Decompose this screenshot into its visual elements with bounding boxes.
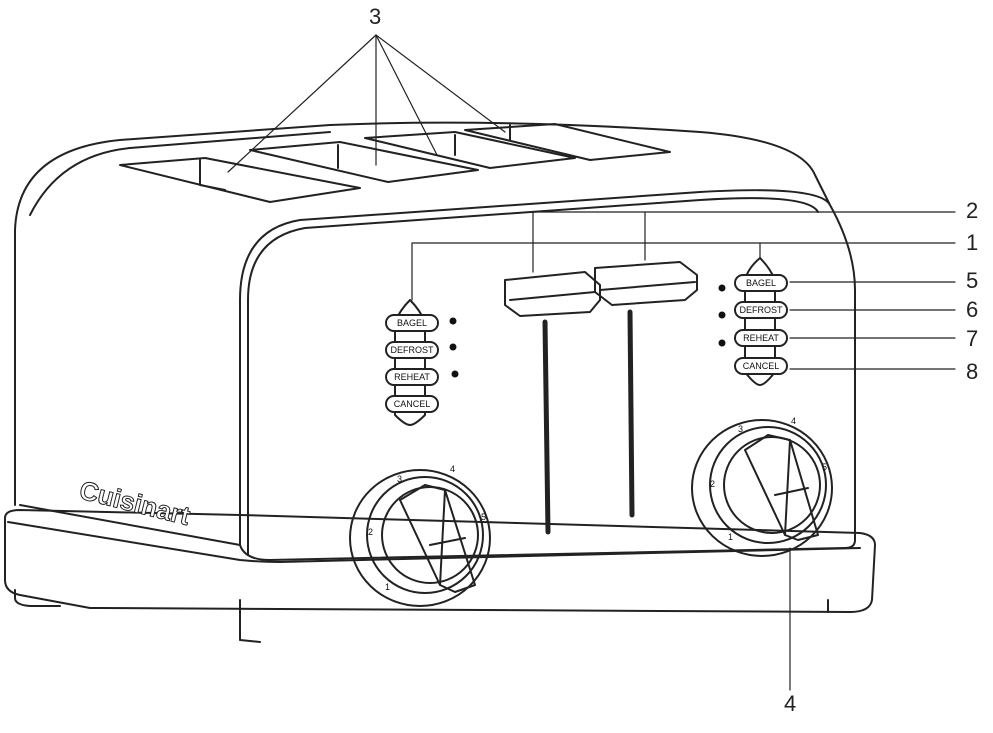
right-browning-dial[interactable] <box>691 419 833 557</box>
toaster-base <box>4 509 876 613</box>
right-dial-num-5: 5 <box>822 462 827 472</box>
callout-1: 1 <box>966 230 979 255</box>
left-dial-num-5: 5 <box>481 512 486 522</box>
left-dial-num-4: 4 <box>450 464 455 474</box>
indicator-lights <box>449 284 726 378</box>
bread-slot-3 <box>364 131 576 169</box>
base-foot-left <box>14 589 61 607</box>
right-reheat-button[interactable] <box>734 329 788 347</box>
brand-logo: Cuisinart <box>77 475 194 531</box>
base-inner-edge <box>7 521 861 563</box>
left-cancel-label: CANCEL <box>394 399 431 409</box>
left-browning-dial[interactable] <box>349 469 491 607</box>
left-bagel-button[interactable] <box>385 314 439 332</box>
callout-6: 6 <box>966 297 979 322</box>
left-cancel-button[interactable] <box>385 395 439 413</box>
body-front-panel-edge <box>247 197 819 556</box>
callout-7: 7 <box>966 326 979 351</box>
right-bagel-button[interactable] <box>734 274 788 292</box>
left-dial-num-3: 3 <box>397 474 402 484</box>
callout-4: 4 <box>784 691 797 716</box>
callout-2: 2 <box>966 198 979 223</box>
left-defrost-button[interactable] <box>385 341 439 359</box>
right-reheat-label: REHEAT <box>743 333 779 343</box>
right-defrost-button[interactable] <box>734 301 788 319</box>
left-reheat-label: REHEAT <box>394 372 430 382</box>
right-dial-num-4: 4 <box>791 416 796 426</box>
right-cancel-button[interactable] <box>734 357 788 375</box>
right-cancel-label: CANCEL <box>743 361 780 371</box>
bread-slot-4 <box>464 123 671 161</box>
right-dial-num-1: 1 <box>728 532 733 542</box>
callout-leaders <box>227 34 956 691</box>
left-reheat-button[interactable] <box>385 368 439 386</box>
body-top-edge <box>29 131 331 216</box>
body-side-edge <box>19 504 241 546</box>
left-bagel-label: BAGEL <box>397 318 427 328</box>
toaster-body <box>14 121 856 561</box>
right-dial-num-3: 3 <box>738 424 743 434</box>
callout-8: 8 <box>966 359 979 384</box>
left-dial-num-2: 2 <box>368 527 373 537</box>
right-defrost-label: DEFROST <box>739 305 783 315</box>
carriage-lever-right[interactable] <box>594 261 698 306</box>
callout-5: 5 <box>966 268 979 293</box>
left-defrost-label: DEFROST <box>390 345 434 355</box>
bread-slot-1 <box>119 157 361 203</box>
callout-3: 3 <box>369 4 382 29</box>
carriage-lever-left[interactable] <box>504 271 601 317</box>
base-foot-front <box>239 599 261 643</box>
right-bagel-label: BAGEL <box>746 278 776 288</box>
right-dial-num-2: 2 <box>710 479 715 489</box>
left-dial-num-1: 1 <box>385 582 390 592</box>
bread-slot-2 <box>249 141 479 183</box>
